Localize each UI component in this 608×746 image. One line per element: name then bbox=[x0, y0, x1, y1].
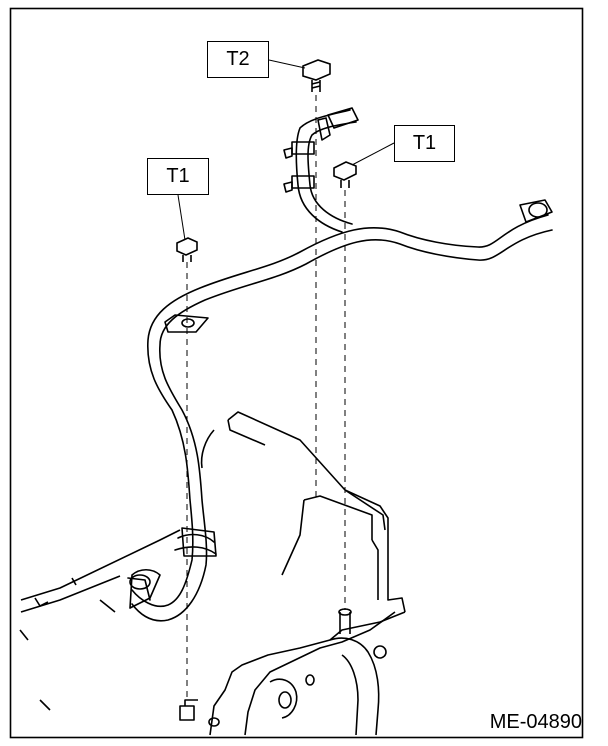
torque-callout-t1-left: T1 bbox=[147, 158, 209, 195]
leader-lines bbox=[177, 59, 395, 241]
torque-callout-t2: T2 bbox=[207, 41, 269, 78]
bolt-t2 bbox=[302, 59, 331, 92]
engine-block bbox=[19, 411, 406, 736]
alignment-lines bbox=[186, 95, 346, 700]
callout-label: T1 bbox=[166, 165, 190, 187]
main-coolant-hose bbox=[127, 199, 553, 622]
callout-label: T1 bbox=[412, 132, 437, 154]
callout-label: T2 bbox=[226, 48, 250, 70]
figure-id-label: ME-04890 bbox=[489, 711, 582, 733]
bolt-t1-left bbox=[176, 237, 198, 262]
bolt-t1-right bbox=[333, 161, 357, 188]
torque-callout-t1-right: T1 bbox=[394, 125, 455, 162]
small-branch-hose bbox=[283, 107, 359, 233]
diagram-border bbox=[9, 7, 584, 739]
